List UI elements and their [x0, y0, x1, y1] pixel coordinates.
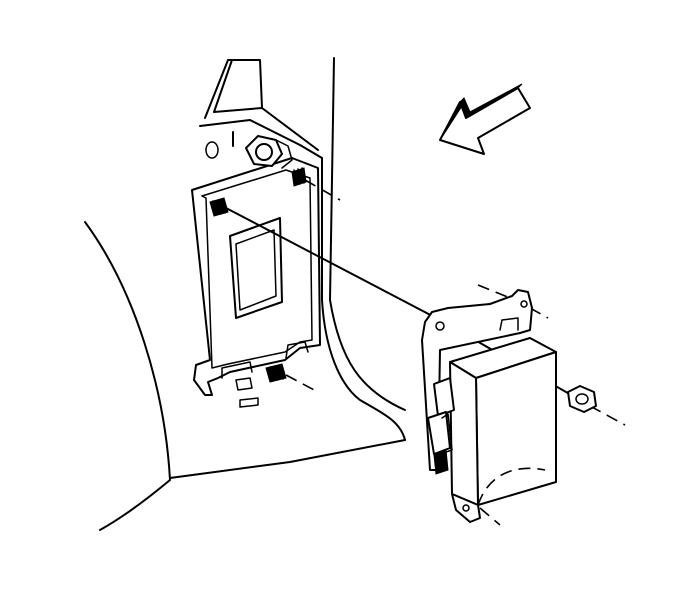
arrow-shadow-tip — [439, 100, 463, 141]
pillar-lower-curve-inner — [321, 299, 406, 441]
bolt-hex-head — [245, 135, 283, 167]
arrow-shadow-top — [459, 83, 523, 119]
bracket-lower-slot — [235, 377, 253, 391]
nut — [567, 385, 597, 413]
panel-lower-edge — [99, 479, 171, 531]
nut-hex — [567, 385, 597, 413]
stud-lower — [265, 363, 287, 383]
panel-hole — [205, 141, 219, 159]
module-lower-tab — [451, 493, 481, 523]
solid-line-upper-left-stud — [225, 207, 441, 321]
bolt-washer — [255, 143, 273, 161]
flange-hole-right — [520, 300, 528, 308]
pillar-ledge — [199, 119, 323, 159]
bolt-side — [275, 139, 293, 169]
panel-bottom-edge — [169, 439, 406, 479]
module-front-face — [475, 351, 557, 506]
pillar-upper-outline — [204, 59, 319, 151]
stud-upper-left — [209, 197, 229, 217]
dash-line-lower-stud — [285, 374, 319, 393]
body-panel — [84, 57, 406, 531]
direction-arrow — [439, 83, 531, 155]
connector-lower-side — [441, 413, 453, 453]
pillar-vertical-edge — [329, 57, 335, 301]
arrow-outline — [439, 87, 531, 155]
module-hidden-edge — [477, 467, 546, 506]
control-module — [421, 289, 557, 523]
connector-lower — [427, 411, 451, 455]
dash-line-upper-tab — [477, 284, 516, 301]
dash-line-nut — [589, 405, 626, 426]
pillar-lower-curve — [329, 299, 406, 411]
stud-upper-right — [291, 167, 307, 187]
module-mounting-flange — [421, 289, 533, 471]
bracket-window-inner — [235, 229, 277, 311]
panel-slot-lower — [239, 397, 259, 408]
dash-line-lower-tab — [479, 507, 501, 526]
flange-notch — [499, 317, 519, 331]
module-side-face — [449, 361, 479, 506]
stud-thread-lines — [269, 364, 284, 382]
stud-thread-lines — [293, 167, 305, 186]
connector-upper — [433, 377, 455, 417]
panel-curve-left — [84, 221, 171, 481]
pillar-window-notch — [213, 59, 263, 113]
bracket-tab-right — [285, 341, 309, 359]
bracket-outline — [191, 157, 321, 396]
mounting-bolt — [245, 135, 293, 169]
dash-line-upper-tab-right — [529, 307, 549, 319]
bracket-tab-left — [221, 361, 253, 379]
flange-hole-left — [435, 321, 445, 331]
stud-thread-lines — [212, 198, 226, 216]
connector-latch — [433, 449, 449, 475]
bracket-window — [229, 217, 283, 319]
mounting-bracket — [191, 157, 321, 396]
lower-tab-hole — [462, 504, 470, 512]
dash-line-upper-stud — [304, 179, 341, 201]
nut-bore — [575, 393, 589, 405]
